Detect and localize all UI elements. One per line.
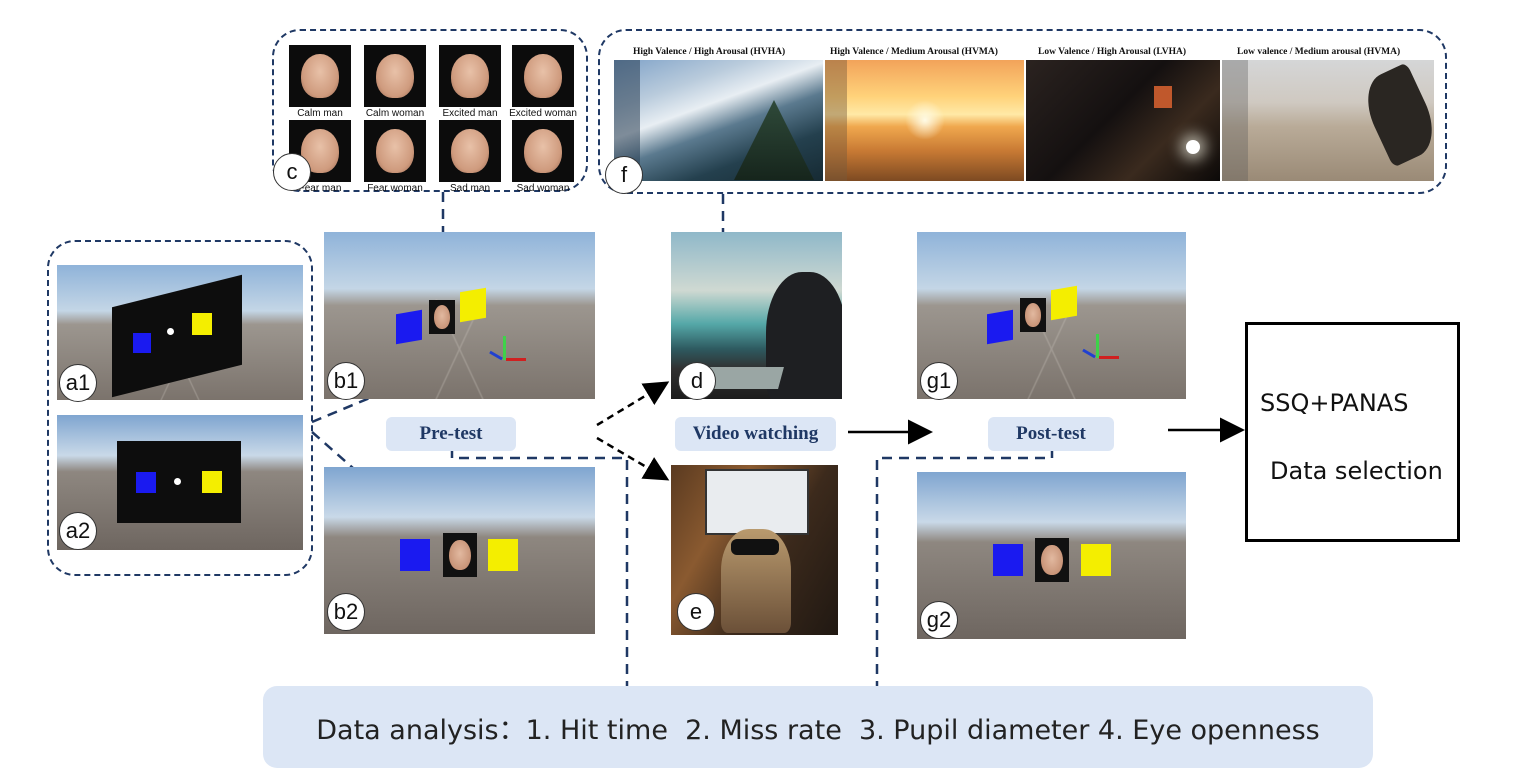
target-blue (987, 309, 1013, 345)
face-caption: Fear woman (367, 183, 423, 194)
video-frame-lvma (1222, 60, 1434, 181)
face-caption: Sad man (449, 183, 491, 194)
scene-a2 (57, 415, 303, 550)
face-stimulus (429, 300, 455, 334)
scene-g1 (917, 232, 1186, 399)
face-caption: Excited woman (509, 108, 577, 119)
label-a1: a1 (59, 364, 97, 402)
label-g2: g2 (920, 601, 958, 639)
axis-gizmo (1082, 334, 1119, 364)
connector-posttest-analysis (875, 448, 1054, 688)
label-b2: b2 (327, 593, 365, 631)
face-caption: Fear man (298, 183, 342, 194)
scene-b1 (324, 232, 595, 399)
video-label: High Valence / Medium Arousal (HVMA) (830, 47, 998, 57)
stage-pretest: Pre-test (386, 417, 516, 451)
scene-a1 (57, 265, 303, 400)
arrow-pretest-e (596, 436, 670, 481)
face-caption: Excited man (442, 108, 498, 119)
video-frame-hvma (825, 60, 1024, 181)
arrow-pretest-d (596, 381, 670, 427)
target-yellow (460, 287, 486, 323)
ssq-panas-label: SSQ+PANAS (1260, 389, 1409, 417)
target-blue (400, 539, 430, 571)
face-thumb (512, 120, 574, 182)
face-stimulus (1035, 538, 1069, 582)
final-box: SSQ+PANAS Data selection (1245, 322, 1460, 542)
target-yellow (488, 539, 518, 571)
face-caption: Calm woman (365, 108, 425, 119)
scene-b2 (324, 467, 595, 634)
stage-posttest: Post-test (988, 417, 1114, 451)
target-yellow (192, 313, 212, 335)
face-caption: Calm man (297, 108, 343, 119)
target-yellow (1081, 544, 1111, 576)
label-d: d (678, 362, 716, 400)
data-analysis-bar: Data analysis：1. Hit time 2. Miss rate 3… (263, 686, 1373, 768)
connector-a-b1 (311, 390, 385, 424)
face-stimulus (443, 533, 477, 577)
target-blue (396, 309, 422, 345)
target-yellow (1051, 285, 1077, 321)
connector-pretest-analysis (450, 448, 629, 688)
fixation-dot (167, 328, 174, 335)
video-frame-lvha (1026, 60, 1220, 181)
face-stimulus (1020, 298, 1046, 332)
data-analysis-text: Data analysis：1. Hit time 2. Miss rate 3… (316, 714, 1320, 746)
panel-group-f (598, 29, 1447, 194)
panel-group-c (272, 29, 588, 192)
axis-gizmo (489, 336, 526, 366)
label-e: e (677, 593, 715, 631)
target-blue (136, 472, 156, 493)
panel-group-a (47, 240, 313, 576)
face-thumb (439, 120, 501, 182)
face-thumb (512, 45, 574, 107)
target-yellow (202, 471, 222, 493)
face-thumb (289, 45, 351, 107)
target-blue (993, 544, 1023, 576)
scene-g2 (917, 472, 1186, 639)
data-selection-label: Data selection (1270, 457, 1443, 485)
label-b1: b1 (327, 362, 365, 400)
face-thumb (364, 45, 426, 107)
label-c: c (273, 153, 311, 191)
label-g1: g1 (920, 362, 958, 400)
fixation-dot (174, 478, 181, 485)
face-thumb (439, 45, 501, 107)
face-thumb (364, 120, 426, 182)
target-blue (133, 333, 151, 353)
video-label: Low valence / Medium arousal (HVMA) (1237, 47, 1401, 57)
face-caption: Sad woman (516, 183, 570, 194)
label-f: f (605, 156, 643, 194)
video-label: Low Valence / High Arousal (LVHA) (1038, 47, 1187, 57)
video-frame-hvha (614, 60, 823, 181)
video-label: High Valence / High Arousal (HVHA) (633, 47, 786, 57)
label-a2: a2 (59, 512, 97, 550)
stage-video-watching: Video watching (675, 417, 836, 451)
